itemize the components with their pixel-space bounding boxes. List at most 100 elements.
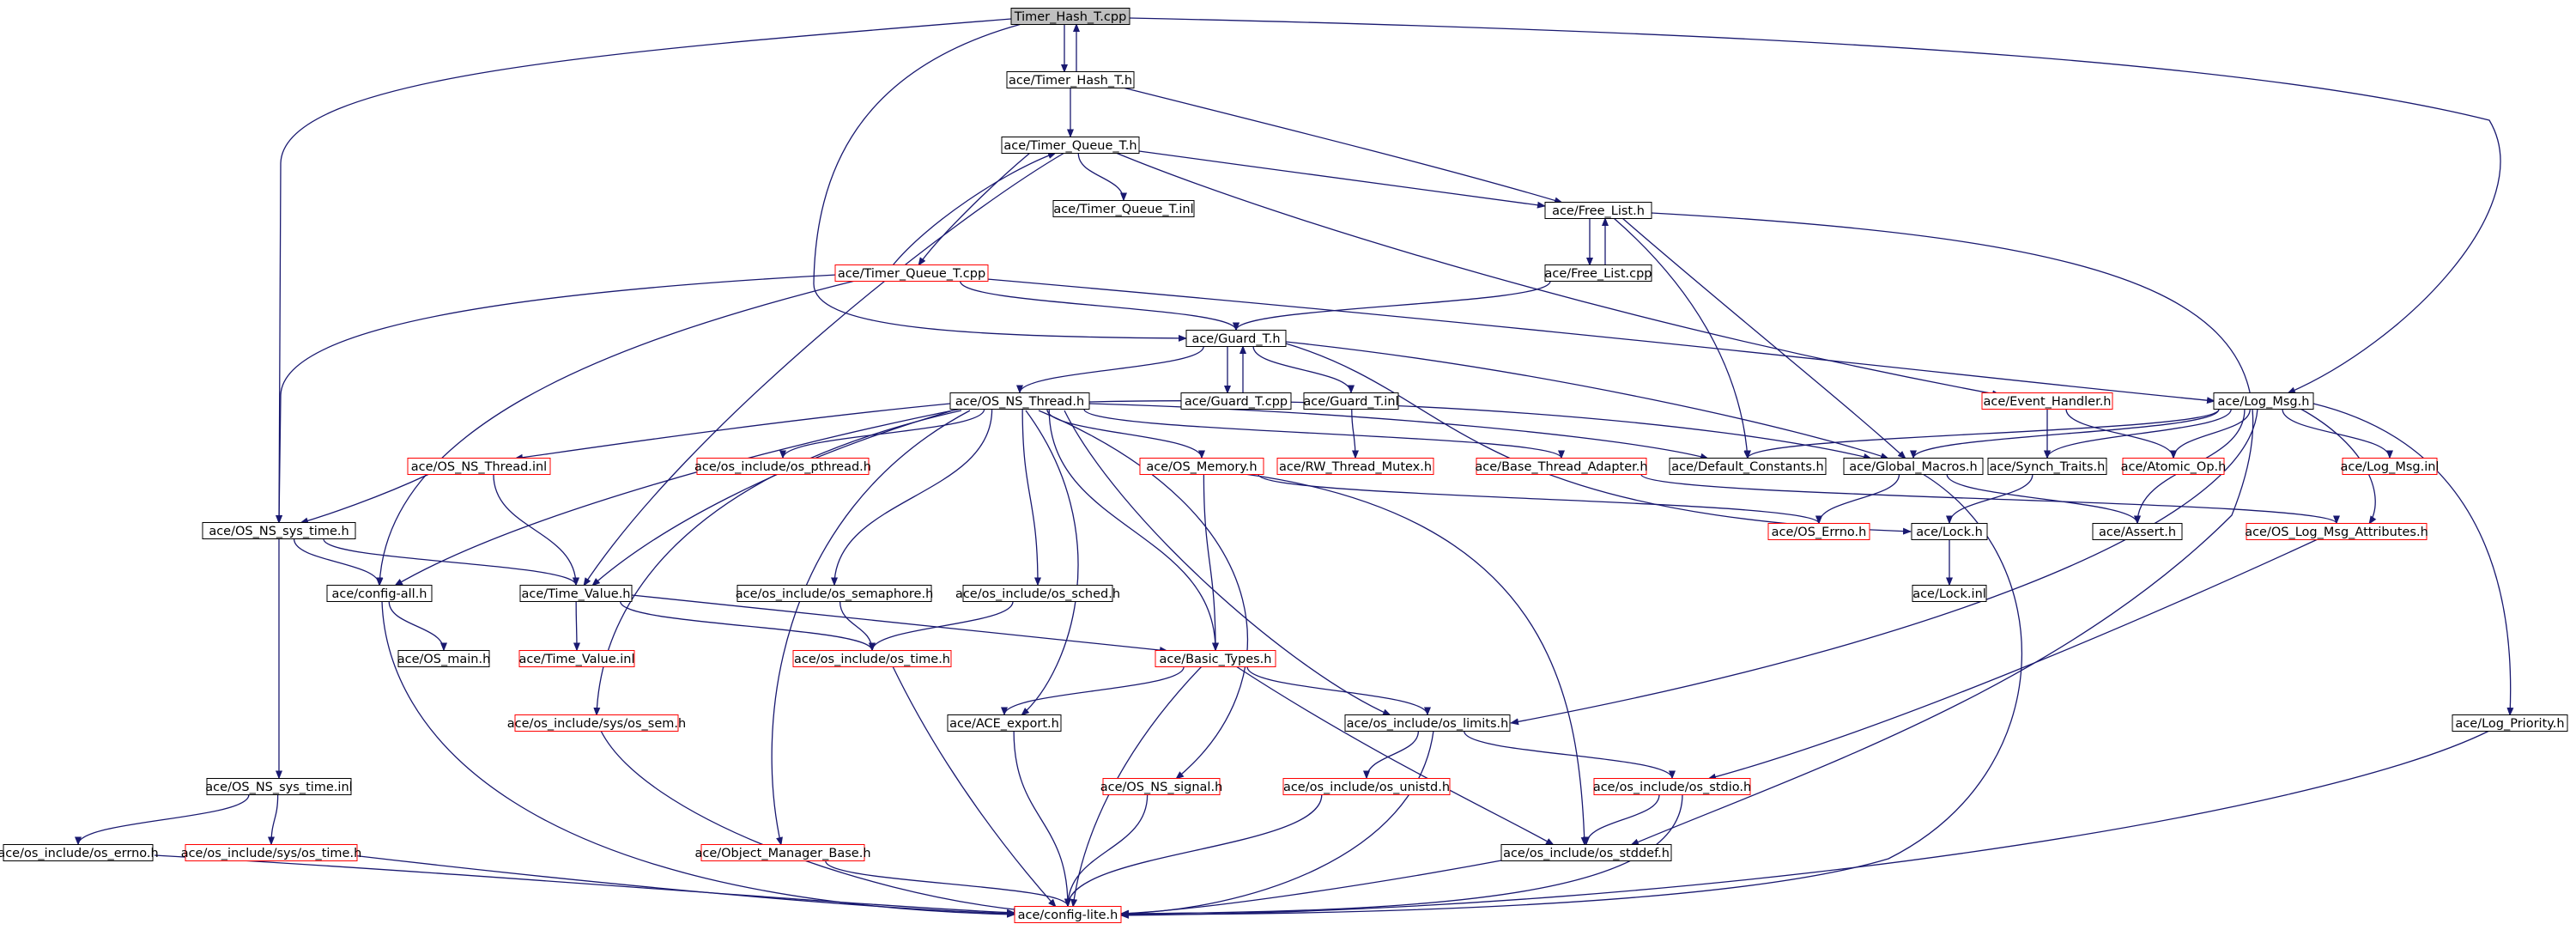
node-timer_queue_t_inl[interactable]: ace/Timer_Queue_T.inl	[1052, 200, 1195, 217]
node-box	[1593, 778, 1751, 795]
node-box	[1912, 585, 1987, 602]
node-box	[3, 844, 154, 861]
node-os_main_h[interactable]: ace/OS_main.h	[397, 650, 491, 667]
node-timer_queue_t_cpp[interactable]: ace/Timer_Queue_T.cpp	[834, 264, 989, 282]
edge-global_macros_h-to-os_errno_h	[1815, 474, 1900, 525]
edge-os_sys_time_h-to-config_lite_h	[351, 854, 1015, 917]
edge-os_stdio_h-to-os_stddef_h	[1583, 794, 1660, 846]
node-base_thread_adapter_h[interactable]: ace/Base_Thread_Adapter.h	[1475, 458, 1648, 475]
node-os_ns_sys_time_h[interactable]: ace/OS_NS_sys_time.h	[202, 522, 356, 539]
node-box	[1987, 458, 2107, 475]
node-os_ns_thread_inl[interactable]: ace/OS_NS_Thread.inl	[407, 458, 551, 475]
node-event_handler_h[interactable]: ace/Event_Handler.h	[1981, 392, 2113, 410]
node-os_stddef_h[interactable]: ace/os_include/os_stddef.h	[1500, 844, 1672, 861]
node-os_semaphore_h[interactable]: ace/os_include/os_semaphore.h	[736, 585, 934, 602]
node-os_errno_h[interactable]: ace/OS_Errno.h	[1767, 523, 1870, 540]
node-os_errno_inc_h[interactable]: ace/os_include/os_errno.h	[0, 844, 159, 861]
node-os_log_msg_attributes_h[interactable]: ace/OS_Log_Msg_Attributes.h	[2245, 523, 2428, 540]
node-basic_types_h[interactable]: ace/Basic_Types.h	[1155, 650, 1276, 667]
node-time_value_inl[interactable]: ace/Time_Value.inl	[518, 650, 635, 667]
node-label: ace/config-lite.h	[1018, 909, 1118, 922]
node-time_value_h[interactable]: ace/Time_Value.h	[519, 585, 633, 602]
node-default_constants_h[interactable]: ace/Default_Constants.h	[1669, 458, 1827, 475]
edge-timer_hash_t_cpp-to-os_ns_sys_time_h	[276, 18, 1012, 524]
node-os_sys_sem_h[interactable]: ace/os_include/sys/os_sem.h	[507, 714, 686, 732]
node-os_ns_signal_h[interactable]: ace/OS_NS_signal.h	[1100, 778, 1223, 795]
node-object_manager_base_h[interactable]: ace/Object_Manager_Base.h	[694, 844, 871, 861]
node-timer_hash_t_cpp: Timer_Hash_T.cpp	[1010, 8, 1130, 25]
node-os_sched_h[interactable]: ace/os_include/os_sched.h	[955, 585, 1120, 602]
edge-guard_t_inl-to-rw_thread_mutex_h	[1351, 409, 1359, 459]
edge-time_value_h-to-time_value_inl	[573, 601, 580, 652]
node-lock_inl[interactable]: ace/Lock.inl	[1912, 585, 1987, 602]
node-rw_thread_mutex_h[interactable]: ace/RW_Thread_Mutex.h	[1276, 458, 1434, 475]
node-log_msg_inl[interactable]: ace/Log_Msg.inl	[2341, 458, 2440, 475]
nodes-layer: Timer_Hash_T.cpp ace/Timer_Hash_T.h ace/Ti…	[0, 8, 2568, 923]
edge-os_semaphore_h-to-os_time_h	[839, 601, 876, 652]
node-os_ns_thread_h[interactable]: ace/OS_NS_Thread.h	[949, 392, 1090, 410]
edge-timer_queue_t_h-to-event_handler_h	[1115, 152, 2001, 398]
node-box	[2092, 523, 2183, 540]
node-log_priority_h[interactable]: ace/Log_Priority.h	[2452, 714, 2568, 732]
node-free_list_cpp[interactable]: ace/Free_List.cpp	[1544, 264, 1652, 282]
edge-os_time_h-to-config_lite_h	[892, 666, 1057, 908]
node-log_msg_h[interactable]: ace/Log_Msg.h	[2213, 392, 2314, 410]
node-timer_queue_t_h[interactable]: ace/Timer_Queue_T.h	[1001, 137, 1140, 154]
node-os_unistd_h[interactable]: ace/os_include/os_unistd.h	[1282, 778, 1451, 795]
node-lock_h[interactable]: ace/Lock.h	[1911, 523, 1988, 540]
node-atomic_op_h[interactable]: ace/Atomic_Op.h	[2121, 458, 2227, 475]
node-guard_t_h[interactable]: ace/Guard_T.h	[1185, 330, 1287, 347]
edge-os_sys_sem_h-to-config_lite_h	[600, 730, 1022, 914]
edge-os_memory_h-to-os_stddef_h	[1244, 473, 1588, 846]
node-os_memory_h[interactable]: ace/OS_Memory.h	[1139, 458, 1264, 475]
node-box	[1014, 906, 1122, 923]
node-label: ace/Atomic_Op.h	[2121, 460, 2227, 474]
node-box	[2246, 523, 2428, 540]
edge-os_ns_thread_h-to-os_ns_thread_inl	[514, 403, 951, 461]
node-config_all_h[interactable]: ace/config-all.h	[326, 585, 433, 602]
node-synch_traits_h[interactable]: ace/Synch_Traits.h	[1987, 458, 2107, 475]
edge-log_msg_h-to-default_constants_h	[1744, 408, 2220, 459]
node-config_lite_h[interactable]: ace/config-lite.h	[1014, 906, 1122, 923]
node-label: ace/Global_Macros.h	[1849, 460, 1977, 474]
node-os_limits_h[interactable]: ace/os_include/os_limits.h	[1344, 714, 1511, 732]
node-box	[792, 650, 952, 667]
edge-os_ns_thread_h-to-os_limits_h	[1064, 410, 1391, 716]
node-os_time_h[interactable]: ace/os_include/os_time.h	[792, 650, 952, 667]
node-label: ace/Assert.h	[2099, 526, 2176, 539]
node-os_pthread_h[interactable]: ace/os_include/os_pthread.h	[694, 458, 871, 475]
edge-free_list_h-to-os_stddef_h	[1630, 212, 2254, 846]
node-os_ns_sys_time_inl[interactable]: ace/OS_NS_sys_time.inl	[205, 778, 353, 795]
edge-timer_queue_t_h-to-timer_queue_t_cpp	[918, 152, 1031, 266]
edge-os_sched_h-to-os_time_h	[869, 601, 1014, 652]
node-label: ace/Log_Msg.inl	[2341, 460, 2440, 474]
edge-os_limits_h-to-os_stdio_h	[1464, 731, 1676, 780]
node-box	[2452, 714, 2568, 732]
node-box	[1669, 458, 1827, 475]
node-free_list_h[interactable]: ace/Free_List.h	[1544, 202, 1652, 219]
node-label: ace/os_include/sys/os_sem.h	[507, 717, 686, 731]
node-label: ace/OS_NS_Thread.h	[955, 395, 1084, 409]
node-global_macros_h[interactable]: ace/Global_Macros.h	[1843, 458, 1984, 475]
node-timer_hash_t_h[interactable]: ace/Timer_Hash_T.h	[1006, 71, 1135, 88]
node-box	[834, 264, 989, 282]
node-guard_t_cpp[interactable]: ace/Guard_T.cpp	[1180, 392, 1292, 410]
edge-os_ns_thread_h-to-os_ns_signal_h	[1038, 410, 1248, 780]
node-assert_h[interactable]: ace/Assert.h	[2092, 523, 2183, 540]
edge-guard_t_h-to-lock_h	[1285, 343, 1912, 535]
node-os_stdio_h[interactable]: ace/os_include/os_stdio.h	[1593, 778, 1751, 795]
edge-basic_types_h-to-config_lite_h	[1070, 666, 1203, 908]
node-ace_export_h[interactable]: ace/ACE_export.h	[947, 714, 1062, 732]
node-box	[1276, 458, 1434, 475]
node-label: ace/Log_Priority.h	[2455, 717, 2564, 731]
node-box	[1155, 650, 1276, 667]
node-label: ace/os_include/os_sched.h	[955, 587, 1120, 601]
edge-log_msg_h-to-atomic_op_h	[2170, 409, 2251, 459]
node-box	[736, 585, 932, 602]
node-box	[514, 714, 679, 732]
node-label: ace/Timer_Queue_T.inl	[1053, 203, 1193, 216]
node-label: ace/os_include/os_stddef.h	[1503, 847, 1670, 860]
edge-guard_t_h-to-os_ns_thread_h	[1016, 346, 1204, 394]
node-guard_t_inl[interactable]: ace/Guard_T.inl	[1303, 392, 1399, 410]
node-os_sys_time_h[interactable]: ace/os_include/sys/os_time.h	[181, 844, 362, 861]
